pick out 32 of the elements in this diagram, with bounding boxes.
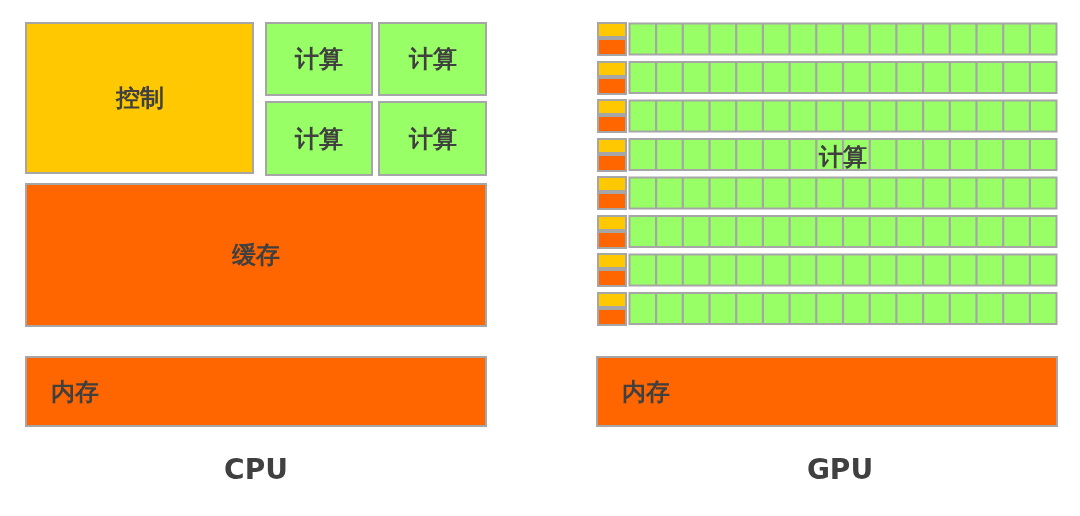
block-label: 内存 [622,376,670,408]
control-block [597,214,627,231]
block-label: 缓存 [232,240,280,271]
control-block [597,22,627,38]
block-label: 计算 [295,123,343,155]
block-label: 计算 [408,123,457,155]
memory-block [25,356,487,427]
cache-block [597,38,627,56]
control-block [597,176,627,192]
control-block [25,22,254,174]
compute-grid [628,22,1058,327]
compute-block [378,101,487,176]
control-block [597,253,627,269]
compute-block [265,101,373,176]
memory-block [596,356,1058,427]
cache-block [25,183,487,327]
processor-caption: GPU [806,453,874,486]
block-label: 控制 [115,83,164,114]
cache-block [597,269,627,287]
block-label: 计算 [295,44,343,75]
control-block [597,60,627,77]
control-block [597,99,627,115]
cache-block [597,192,627,210]
processor-caption: CPU [224,453,288,486]
block-label: 计算 [408,44,457,75]
block-label: 内存 [51,376,99,408]
control-block [597,137,627,154]
compute-block [265,22,373,96]
compute-block [378,22,487,96]
cache-block [597,115,627,133]
control-block [597,291,627,308]
block-label: 计算 [819,142,867,173]
